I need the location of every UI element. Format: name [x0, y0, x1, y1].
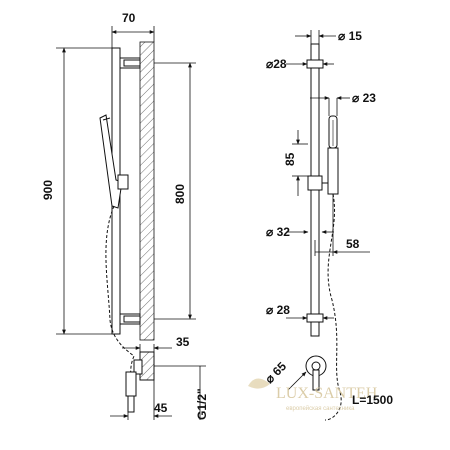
front-top-mount [306, 59, 324, 69]
dim-85 [292, 130, 308, 196]
dim-15-label: ⌀ 15 [338, 29, 362, 43]
dim-35 [122, 344, 172, 352]
dim-58 [314, 194, 370, 256]
dim-800-label: 800 [173, 184, 187, 204]
slider-holder [117, 174, 129, 190]
dim-28-bottom-label: ⌀ 28 [266, 303, 290, 317]
front-slider [307, 175, 323, 191]
dim-70 [111, 26, 155, 48]
dim-23-label: ⌀ 23 [352, 91, 376, 105]
dim-g12-label: G1/2" [195, 388, 209, 420]
watermark: LUX-SANTEH европейская сантехника [248, 378, 378, 412]
dim-32-label: ⌀ 32 [266, 225, 290, 239]
front-hose [324, 193, 342, 421]
hose-length-label: L=1500 [352, 393, 393, 407]
dim-900-label: 900 [41, 180, 55, 200]
dim-g12 [154, 365, 206, 420]
dim-35-label: 35 [176, 335, 190, 349]
dim-65 [287, 371, 307, 391]
dim-85-label: 85 [283, 152, 297, 166]
dim-70-label: 70 [122, 11, 136, 25]
dim-58-label: 58 [346, 237, 360, 251]
front-bottom-mount [306, 313, 324, 323]
dim-15 [295, 30, 336, 44]
dim-28-top-label: ⌀28 [266, 57, 287, 71]
dim-45 [110, 380, 172, 420]
dim-45-label: 45 [154, 401, 168, 415]
dim-900 [56, 47, 112, 335]
front-hand-shower-handle [327, 147, 339, 195]
dim-800 [154, 62, 196, 320]
dim-23 [310, 96, 350, 116]
watermark-tagline: европейская сантехника [286, 405, 355, 412]
watermark-brand: LUX-SANTEH [276, 385, 378, 402]
front-view [305, 43, 342, 421]
side-view [99, 41, 155, 413]
wall-hatch [139, 41, 155, 341]
